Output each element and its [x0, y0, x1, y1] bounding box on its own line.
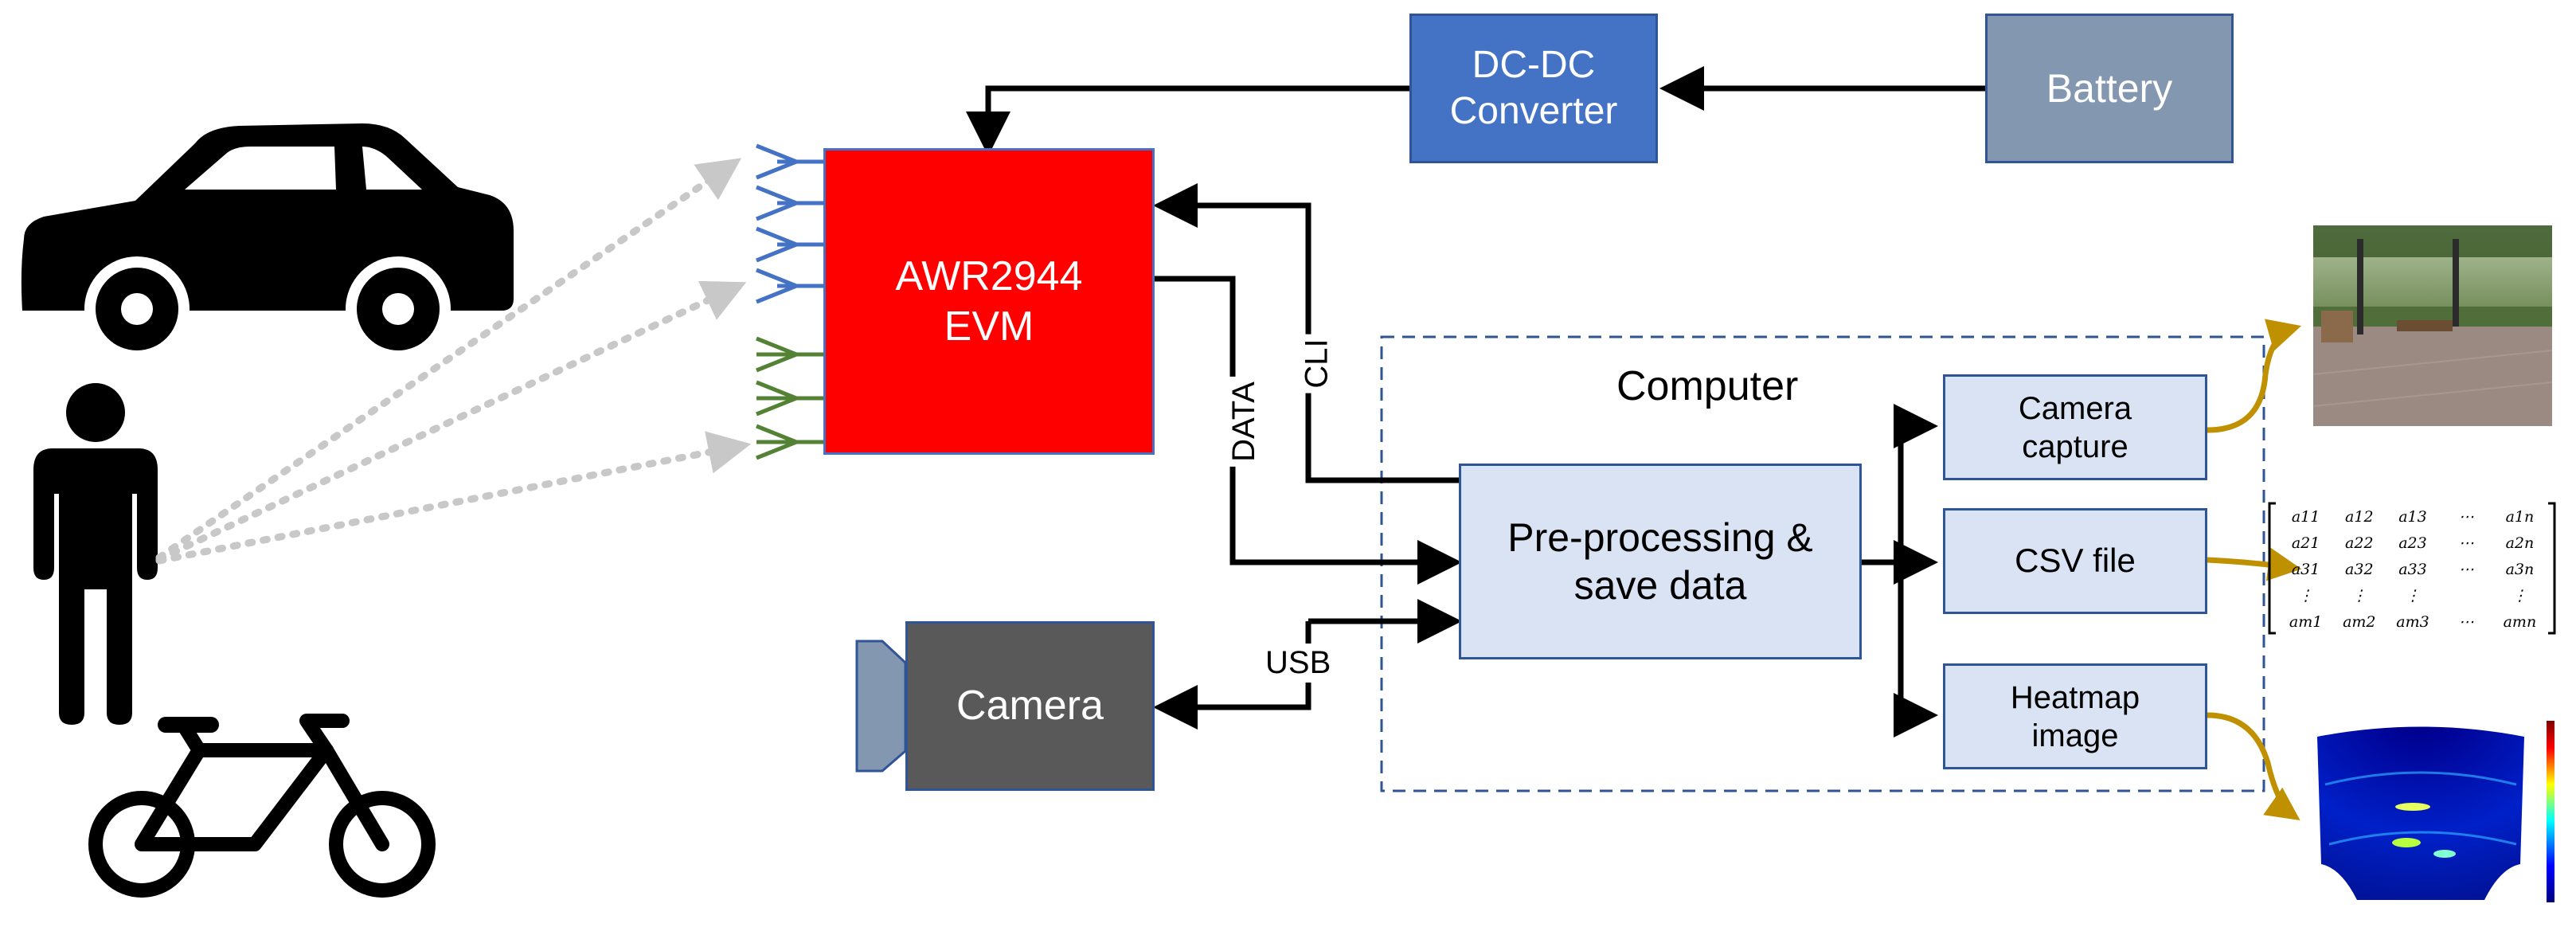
camera-box: Camera [905, 621, 1155, 791]
matrix-cell: ⋮ [2298, 586, 2314, 604]
heatmap-line1: Heatmap [2010, 679, 2140, 715]
matrix-cell: ⋮ [2512, 586, 2527, 604]
camera-capture-line2: capture [2022, 428, 2128, 464]
matrix-cell: am3 [2396, 612, 2429, 631]
bicycle-icon [88, 714, 436, 898]
matrix-cell: ⋯ [2458, 560, 2474, 578]
matrix-cell: a2n [2505, 534, 2535, 552]
matrix-cell: ⋮ [2405, 586, 2421, 604]
csv-file-label: CSV file [2015, 542, 2136, 580]
tx-antenna-icons [756, 143, 823, 304]
heatmap-thumbnail [2313, 717, 2555, 908]
matrix-cell: a13 [2398, 507, 2427, 526]
radar-line1: AWR2944 [895, 253, 1083, 300]
camera-capture-box: Camera capture [1943, 374, 2207, 480]
cli-link-label: CLI [1297, 334, 1337, 393]
camera-capture-line1: Camera [2018, 390, 2132, 426]
matrix-cell: am1 [2289, 612, 2323, 631]
heatmap-image-box: Heatmap image [1943, 663, 2207, 769]
radar-line2: EVM [944, 303, 1034, 350]
matrix-cell: a31 [2291, 560, 2320, 578]
matrix-cell: a23 [2398, 534, 2427, 552]
matrix-cell: a3n [2505, 560, 2535, 578]
preprocess-line2: save data [1573, 563, 1747, 608]
person-icon [33, 383, 158, 725]
matrix-cell: a11 [2291, 507, 2320, 526]
dcdc-converter-box: DC-DC Converter [1409, 14, 1658, 163]
heatmap-line2: image [2031, 718, 2119, 753]
matrix-brackets [2268, 502, 2556, 635]
matrix-cell: ⋮ [2351, 586, 2367, 604]
car-icon [21, 123, 514, 362]
camera-label: Camera [956, 683, 1104, 730]
matrix-cell: ⋯ [2458, 612, 2474, 631]
data-link-label: DATA [1224, 377, 1264, 467]
camera-photo-thumbnail [2312, 225, 2553, 426]
computer-label: Computer [1616, 363, 1799, 409]
matrix-cell: a33 [2398, 560, 2427, 578]
battery-label: Battery [2046, 66, 2173, 111]
preprocess-line1: Pre-processing & [1507, 515, 1813, 560]
rx-antenna-icons [756, 336, 823, 460]
radar-evm-box: AWR2944 EVM [823, 148, 1155, 455]
camera-lens-icon [855, 640, 907, 773]
usb-link-label: USB [1262, 644, 1335, 683]
radar-signal-lines [155, 158, 752, 565]
matrix-cell: a32 [2345, 560, 2374, 578]
matrix-cell: am2 [2343, 612, 2376, 631]
matrix-cell: amn [2503, 612, 2537, 631]
matrix-cell: a1n [2505, 507, 2535, 526]
matrix-cell: a22 [2345, 534, 2374, 552]
output-arrows [2207, 319, 2302, 821]
dcdc-line1: DC-DC [1472, 44, 1596, 87]
dcdc-line2: Converter [1449, 90, 1618, 132]
preprocessing-box: Pre-processing & save data [1459, 464, 1862, 659]
matrix-cell: ⋯ [2458, 534, 2474, 552]
matrix-cell: ⋯ [2458, 507, 2474, 526]
matrix-cell: a21 [2291, 534, 2320, 552]
matrix-cell: a12 [2345, 507, 2374, 526]
csv-matrix: a11 a12 a13 ⋯ a1n a21 a22 a23 ⋯ a2n a31 a32 a33 ⋯ a3n ⋮… [2279, 503, 2547, 635]
csv-file-box: CSV file [1943, 508, 2207, 614]
battery-box: Battery [1985, 14, 2234, 163]
